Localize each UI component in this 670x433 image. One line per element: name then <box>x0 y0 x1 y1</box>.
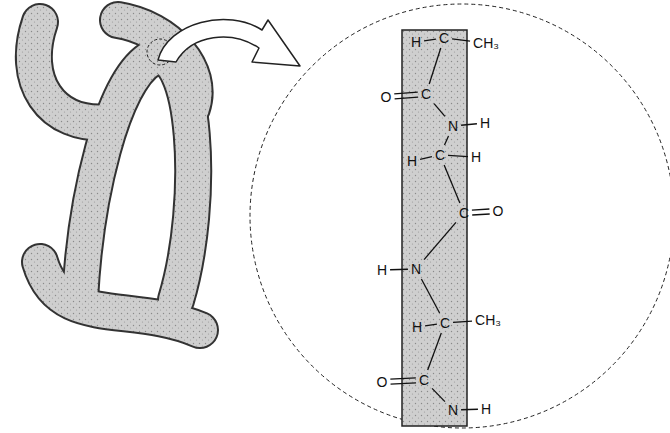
atom-label: C <box>440 315 450 331</box>
chemical-bond <box>472 214 489 215</box>
chemical-bond <box>461 409 478 411</box>
chemical-bond <box>448 155 468 156</box>
atom-label: O <box>381 89 392 105</box>
chemical-bond <box>395 97 418 99</box>
magnified-view <box>250 4 670 428</box>
protein-ribbon <box>34 20 200 330</box>
atom-label: H <box>411 34 421 50</box>
atom-label: O <box>493 203 504 219</box>
atom-label: CH₃ <box>473 35 499 51</box>
atom-label: C <box>459 205 469 221</box>
atom-label: H <box>377 262 387 278</box>
chemical-bond <box>428 333 442 370</box>
chemical-bond <box>425 324 437 326</box>
chemical-bond <box>452 39 470 41</box>
chemical-bond <box>424 39 436 41</box>
chemical-bond <box>394 92 417 94</box>
atom-label: H <box>407 153 417 169</box>
atom-label: H <box>412 319 422 335</box>
atom-label: CH₃ <box>475 312 501 328</box>
chemical-bond <box>429 48 441 84</box>
chemical-bond <box>390 269 408 271</box>
backbone-strip <box>402 30 467 426</box>
chemical-bond <box>434 104 445 117</box>
atom-label: N <box>448 402 458 418</box>
atom-label: C <box>435 147 445 163</box>
chemical-bond <box>444 165 460 203</box>
chemical-bond <box>444 136 448 145</box>
atom-label: N <box>411 261 421 277</box>
chemical-bond <box>453 321 472 322</box>
atom-label: N <box>448 118 458 134</box>
zoom-arrow <box>158 20 300 66</box>
chemical-bond <box>391 383 416 384</box>
atom-label: C <box>439 30 449 46</box>
atom-label: H <box>481 401 491 417</box>
atom-label: C <box>419 372 429 388</box>
atom-label: C <box>421 86 431 102</box>
chemical-bond <box>472 209 489 210</box>
chemical-bond <box>432 388 445 401</box>
chemical-bond <box>420 157 432 160</box>
atom-label: H <box>480 115 490 131</box>
chemical-bond <box>421 279 439 313</box>
chemical-bond <box>390 378 415 379</box>
atom-label: O <box>377 374 388 390</box>
chemical-bond <box>424 222 456 259</box>
atom-label: H <box>471 149 481 165</box>
chemical-bond <box>461 124 477 125</box>
